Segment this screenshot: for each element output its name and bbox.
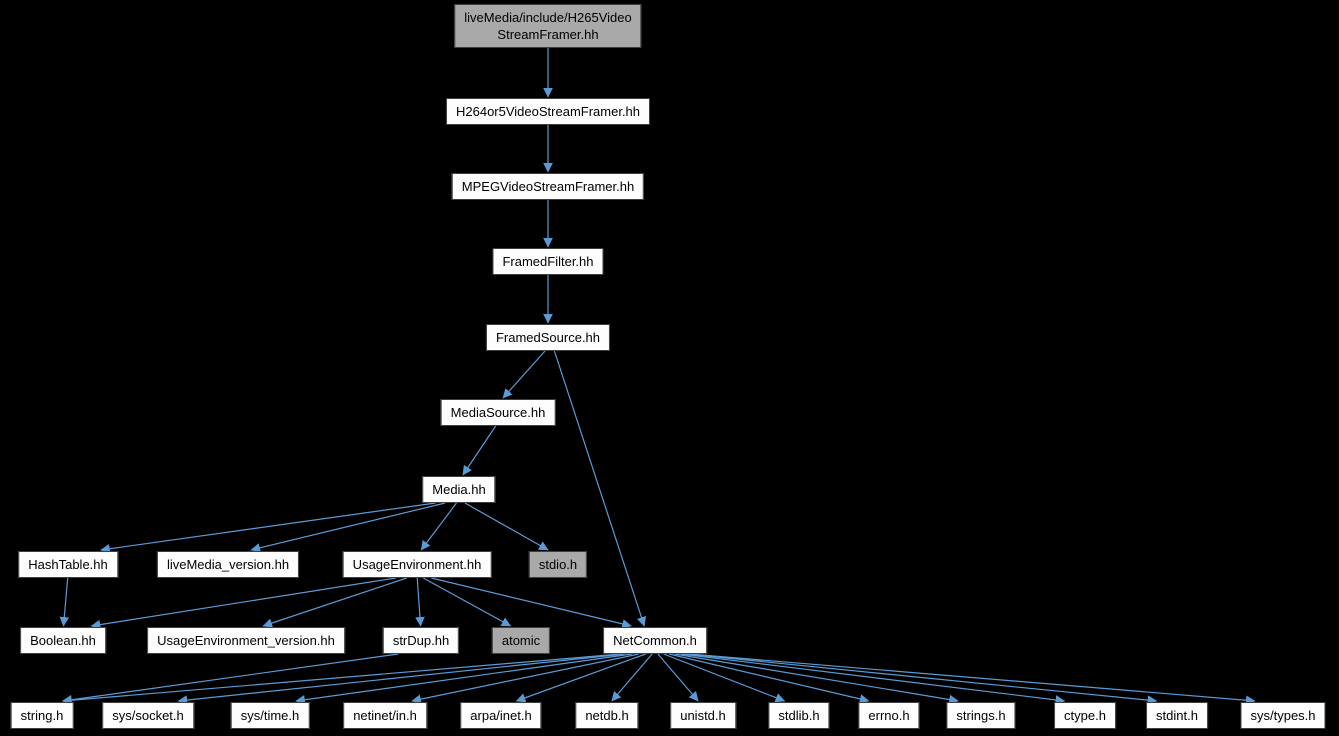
node-string-h: string.h	[10, 702, 74, 729]
node-usageenvironment-version[interactable]: UsageEnvironment_version.hh	[147, 627, 345, 654]
edge-usageenv-strdup	[415, 577, 425, 627]
node-framedfilter[interactable]: FramedFilter.hh	[492, 248, 604, 275]
node-stdint-h: stdint.h	[1146, 702, 1208, 729]
edge-media-stdio	[464, 502, 549, 551]
node-mediasource[interactable]: MediaSource.hh	[440, 399, 556, 426]
edge-framedsource-netcommon	[553, 350, 647, 627]
edge-netcommon-unistd	[657, 653, 699, 702]
edge-netcommon-strings	[674, 653, 959, 705]
node-arpa-inet-h: arpa/inet.h	[460, 702, 542, 729]
node-atomic: atomic	[491, 627, 551, 654]
node-usageenvironment[interactable]: UsageEnvironment.hh	[342, 551, 492, 578]
node-netinet-in-h: netinet/in.h	[343, 702, 427, 729]
node-sys-time-h: sys/time.h	[230, 702, 310, 729]
node-unistd-h: unistd.h	[670, 702, 736, 729]
edge-netcommon-sys_types	[689, 653, 1256, 706]
node-livemedia-version[interactable]: liveMedia_version.hh	[156, 551, 300, 578]
node-sys-socket-h: sys/socket.h	[102, 702, 194, 729]
edge-hashtable-boolean	[59, 577, 70, 627]
node-media[interactable]: Media.hh	[422, 476, 496, 503]
edge-netcommon-stdlib	[663, 653, 786, 703]
node-h264or5videostreamframer[interactable]: H264or5VideoStreamFramer.hh	[445, 98, 651, 125]
edge-usageenv-boolean	[90, 577, 396, 630]
edge-netcommon-stdint	[686, 653, 1158, 705]
node-strings-h: strings.h	[946, 702, 1016, 729]
node-mpegvideostreamframer[interactable]: MPEGVideoStreamFramer.hh	[451, 173, 645, 200]
node-ctype-h: ctype.h	[1054, 702, 1116, 729]
edge-media-hashtable	[100, 502, 436, 554]
edge-usageenv-atomic	[422, 577, 512, 627]
node-stdio-h: stdio.h	[528, 551, 588, 578]
node-sys-types-h: sys/types.h	[1240, 702, 1326, 729]
edge-netcommon-sys_socket	[177, 653, 625, 705]
edge-mediasource-media	[462, 425, 497, 476]
edge-strdup-string	[62, 653, 399, 705]
node-stdlib-h: stdlib.h	[768, 702, 830, 729]
edge-framedsource-mediasource	[502, 350, 546, 399]
edge-netcommon-arpa_inet	[515, 653, 646, 703]
edge-media-livemedia_version	[250, 502, 446, 553]
edge-netcommon-sys_time	[295, 653, 632, 705]
node-h265videostreamframer-current-file: liveMedia/include/H265Video StreamFramer…	[454, 4, 642, 48]
node-netdb-h: netdb.h	[575, 702, 639, 729]
node-strdup[interactable]: strDup.hh	[382, 627, 460, 654]
node-errno-h: errno.h	[858, 702, 920, 729]
edge-netcommon-errno	[668, 653, 870, 704]
node-hashtable[interactable]: HashTable.hh	[18, 551, 118, 578]
edge-usageenv-netcommon	[431, 577, 632, 629]
edge-netcommon-ctype	[680, 653, 1066, 705]
edge-usageenv-usageenv_version	[262, 577, 407, 628]
node-framedsource[interactable]: FramedSource.hh	[485, 324, 611, 351]
edge-netcommon-netdb	[611, 653, 653, 702]
edge-netcommon-string	[62, 653, 621, 706]
edge-media-usageenv	[420, 502, 457, 551]
edge-netcommon-netinet_in	[411, 653, 639, 704]
node-boolean[interactable]: Boolean.hh	[20, 627, 106, 654]
node-netcommon[interactable]: NetCommon.h	[603, 627, 707, 654]
